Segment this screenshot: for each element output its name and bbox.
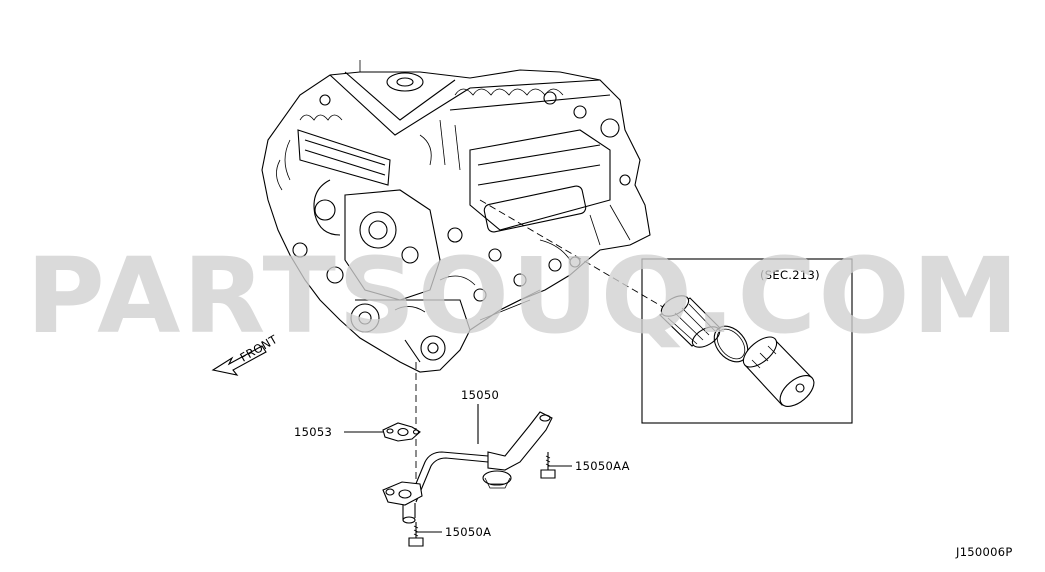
inset-label: (SEC.213) bbox=[760, 268, 820, 282]
leader-to-filter bbox=[479, 199, 669, 311]
part-label-15050aa[interactable]: 15050AA bbox=[575, 459, 630, 473]
part-label-15053[interactable]: 15053 bbox=[294, 425, 332, 439]
engine-block-illustration bbox=[261, 60, 651, 373]
filter-housing-illustration bbox=[742, 336, 815, 407]
oil-filter-inset: (SEC.213) bbox=[641, 258, 853, 424]
watermark-text: PARTSOUQ.COM bbox=[26, 235, 1021, 357]
diagram-code: J150006P bbox=[955, 545, 1013, 559]
inset-frame bbox=[641, 258, 853, 424]
part-label-15050[interactable]: 15050 bbox=[461, 388, 499, 402]
oil-pipe-illustration bbox=[382, 411, 553, 524]
bolt-15050a-illustration bbox=[408, 522, 424, 547]
gasket-illustration bbox=[382, 422, 421, 442]
part-label-15050a[interactable]: 15050A bbox=[445, 525, 491, 539]
filter-element-illustration bbox=[659, 295, 721, 348]
bolt-15050aa-illustration bbox=[540, 452, 556, 479]
